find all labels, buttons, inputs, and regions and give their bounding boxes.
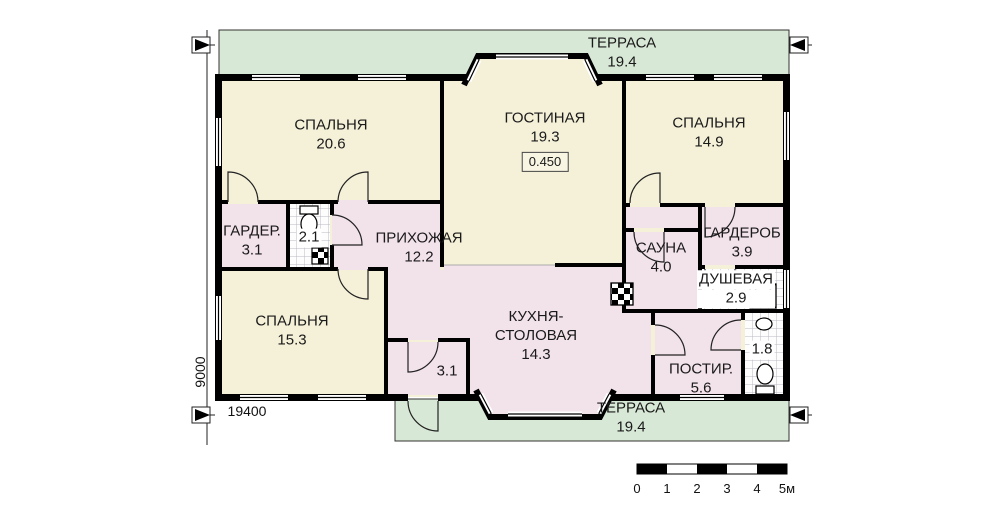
scale-tick: 1	[663, 481, 671, 496]
label-wardrobe-2: ГАРДЕРОБ 3.9	[703, 224, 780, 262]
floor-kitchen-nook	[622, 313, 651, 340]
label-wardrobe-1: ГАРДЕР. 3.1	[223, 222, 281, 260]
room-area: 12.2	[404, 248, 434, 265]
room-area: 1.8	[749, 340, 775, 360]
label-terrace-top: ТЕРРАСА 19.4	[588, 34, 656, 72]
label-bedroom-3: СПАЛЬНЯ 15.3	[255, 312, 328, 350]
label-shower: ДУШЕВАЯ 2.9	[697, 270, 775, 308]
scale-bar	[636, 463, 788, 475]
room-area: 2.1	[296, 228, 322, 248]
bay-bottom-wall	[473, 388, 617, 420]
room-area: 2.9	[697, 289, 775, 308]
label-bedroom-2: СПАЛЬНЯ 14.9	[672, 114, 745, 152]
room-name: ТЕРРАСА	[596, 399, 666, 417]
floor-wardrobe-2	[702, 207, 783, 265]
sink-icon	[755, 317, 773, 331]
floor-corridor	[388, 270, 444, 340]
room-area: 3.9	[731, 243, 753, 260]
floor-strip	[626, 207, 698, 228]
room-area: 20.6	[316, 135, 346, 152]
room-name: ПРИХОЖАЯ	[375, 229, 463, 247]
room-area: 19.4	[607, 53, 637, 70]
label-sauna: САУНА 4.0	[636, 239, 686, 277]
label-kitchen: КУХНЯ- СТОЛОВАЯ 14.3	[495, 308, 577, 364]
room-area: 4.0	[650, 258, 672, 275]
room-name: СТОЛОВАЯ	[494, 326, 578, 344]
scale-tick: 2	[693, 481, 701, 496]
room-name: ТЕРРАСА	[587, 34, 657, 52]
room-area: 5.6	[690, 379, 712, 396]
scale-tick: 0	[633, 481, 641, 496]
room-area: 3.1	[436, 362, 458, 380]
room-name: ГОСТИНАЯ	[504, 109, 586, 127]
room-name: ГАРДЕР.	[223, 222, 281, 240]
room-area: 19.4	[616, 418, 646, 435]
flue-icon	[610, 282, 634, 306]
label-hallway: ПРИХОЖАЯ 12.2	[375, 229, 462, 267]
room-area: 15.3	[277, 331, 307, 348]
label-wc-1: 2.1	[296, 228, 322, 248]
label-laundry: ПОСТИР. 5.6	[669, 360, 733, 398]
label-pantry: 3.1	[437, 363, 458, 382]
dim-arrow	[790, 39, 805, 51]
bay-bottom-floor	[478, 391, 612, 416]
dimension-height: 9000	[192, 356, 208, 388]
scale-tick: 3	[723, 481, 731, 496]
label-living-level: 0.450	[521, 151, 569, 173]
room-name: САУНА	[635, 239, 687, 257]
room-name: СПАЛЬНЯ	[255, 312, 329, 330]
label-living: ГОСТИНАЯ 19.3	[505, 109, 586, 147]
room-area: 19.3	[530, 128, 560, 145]
flue-icon	[311, 247, 329, 265]
room-area: 14.3	[521, 345, 551, 363]
dim-arrow	[790, 409, 805, 421]
room-name: КУХНЯ-	[508, 307, 564, 325]
floor-pantry	[388, 342, 466, 395]
label-terrace-bottom: ТЕРРАСА 19.4	[597, 399, 665, 437]
room-name: СПАЛЬНЯ	[672, 114, 746, 132]
bay-top-floor	[466, 57, 598, 84]
label-bedroom-1: СПАЛЬНЯ 20.6	[294, 116, 367, 154]
floor-wardrobe-1	[222, 204, 286, 267]
label-wc-2: 1.8	[749, 340, 775, 360]
scale-tick: 4	[753, 481, 761, 496]
room-name: ПОСТИР.	[668, 360, 734, 378]
dimension-marks	[191, 30, 812, 445]
dimension-width: 19400	[227, 403, 267, 419]
floor-kitchen-upper	[444, 265, 622, 340]
dim-arrow	[195, 39, 210, 51]
floor-hallway	[332, 200, 440, 270]
toilet-icon	[755, 363, 775, 395]
scale-tick: 5м	[778, 481, 796, 496]
room-area: 3.1	[241, 241, 263, 258]
room-name: ДУШЕВАЯ	[697, 270, 775, 289]
windows	[216, 54, 789, 417]
room-name: СПАЛЬНЯ	[294, 116, 368, 134]
room-name: ГАРДЕРОБ	[703, 224, 781, 242]
service-room-floors	[222, 200, 783, 397]
floor-sauna	[626, 232, 698, 309]
floor-kitchen-lower	[470, 340, 651, 395]
level-mark: 0.450	[521, 151, 569, 173]
dim-arrow	[195, 409, 210, 421]
room-area: 14.9	[694, 133, 724, 150]
